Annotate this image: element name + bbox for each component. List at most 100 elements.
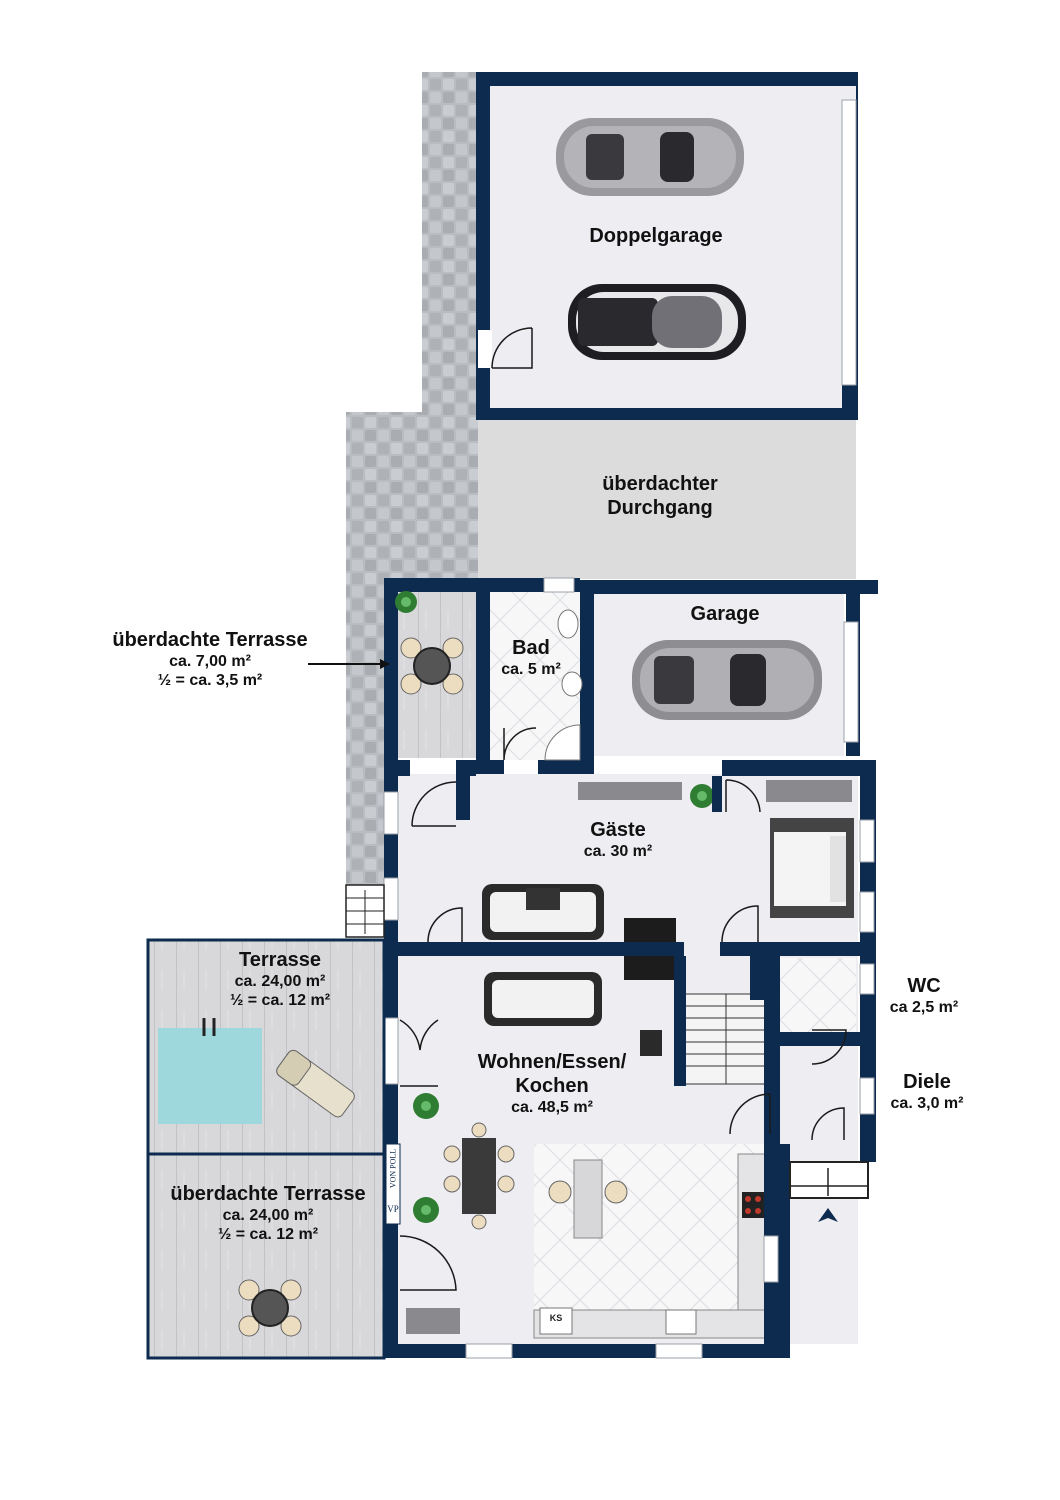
shower-icon: [544, 724, 581, 761]
window: [859, 963, 875, 995]
table-icon: [238, 1279, 302, 1337]
toilet-icon: [557, 609, 579, 639]
door: [411, 781, 457, 827]
stool-icon: [548, 1180, 572, 1204]
sofa-icon: [484, 972, 602, 1026]
sideboard-icon: [578, 782, 682, 800]
plant-icon: [395, 591, 417, 613]
bad-walls: [476, 592, 594, 778]
label-terrasse-covered: überdachte Terrasse ca. 24,00 m² ½ = ca.…: [148, 1182, 388, 1244]
label-bad: Bad ca. 5 m²: [490, 636, 572, 679]
door: [427, 907, 463, 943]
small-terrace-frame: [384, 578, 580, 760]
plant-icon: [413, 1197, 439, 1223]
terrasse-covered-border: [146, 1152, 386, 1360]
label-wc: WC ca 2,5 m²: [874, 974, 974, 1017]
window: [465, 1343, 513, 1359]
plant-icon: [413, 1093, 439, 1119]
terrasse-half: ½ = ca. 12 m²: [229, 992, 331, 1010]
logo-mark: VP: [387, 1204, 399, 1214]
window: [655, 1343, 703, 1359]
diele-name: Diele: [903, 1071, 951, 1093]
terrasse-small-half: ½ = ca. 3,5 m²: [157, 672, 263, 690]
doppelgarage-name: Doppelgarage: [589, 225, 723, 247]
car-icon: [556, 118, 744, 196]
label-wohnen: Wohnen/Essen/ Kochen ca. 48,5 m²: [462, 1050, 642, 1117]
table-icon: [443, 1122, 515, 1230]
label-durchgang: überdachter Durchgang: [560, 472, 760, 520]
door: [721, 905, 759, 943]
garage-walls: [580, 580, 878, 762]
terrasse-covered-name: überdachte Terrasse: [170, 1183, 366, 1205]
armchair-icon: [640, 1030, 662, 1056]
sink-icon: [561, 671, 583, 697]
car-icon: [632, 640, 822, 720]
window: [383, 877, 399, 921]
sun-lounger-icon: [276, 1049, 355, 1118]
window: [859, 819, 875, 863]
outside-stairs: [345, 884, 385, 938]
label-terrasse: Terrasse ca. 24,00 m² ½ = ca. 12 m²: [170, 948, 390, 1010]
pool: [158, 1028, 262, 1124]
kitchen-island: [573, 1159, 603, 1239]
wohnen-line1: Wohnen/Essen/: [477, 1051, 627, 1073]
car-icon: [568, 284, 746, 360]
durchgang-line1: überdachter: [602, 473, 718, 495]
stove-icon: [742, 1192, 764, 1218]
door: [811, 1107, 845, 1141]
sideboard-icon: [766, 780, 852, 802]
fridge-label: KS: [549, 1313, 563, 1323]
garage-gate: [841, 99, 857, 386]
label-gaeste: Gäste ca. 30 m²: [538, 818, 698, 861]
door: [725, 779, 761, 813]
paving-path-side: [346, 580, 386, 885]
terrasse-covered-area: ca. 24,00 m²: [222, 1207, 314, 1224]
door: [399, 1019, 439, 1087]
stool-icon: [604, 1180, 628, 1204]
plant-icon: [690, 784, 714, 808]
terrasse-covered-half: ½ = ca. 12 m²: [217, 1226, 319, 1244]
label-terrasse-small: überdachte Terrasse ca. 7,00 m² ½ = ca. …: [90, 628, 330, 690]
door: [811, 1029, 847, 1065]
wohnen-area: ca. 48,5 m²: [511, 1099, 593, 1116]
logo-text: VON POLL: [388, 1148, 398, 1189]
wc-area: ca 2,5 m²: [889, 999, 959, 1016]
sink-icon: [665, 1309, 697, 1335]
window: [763, 1235, 779, 1283]
entrance-arrow-icon: [818, 1208, 838, 1222]
fridge-icon: [539, 1307, 573, 1335]
entrance-step: [789, 1161, 869, 1199]
logo-block: [385, 1143, 401, 1225]
label-diele: Diele ca. 3,0 m²: [874, 1070, 980, 1113]
bed-icon: [770, 818, 854, 918]
paving-path-lower: [346, 412, 478, 582]
doppelgarage-door: [491, 327, 533, 369]
covered-passage: [478, 417, 856, 579]
kitchen-counter: [737, 1153, 769, 1331]
window: [383, 791, 399, 835]
diele-area: ca. 3,0 m²: [890, 1095, 964, 1112]
door: [399, 1235, 457, 1291]
label-garage: Garage: [650, 602, 800, 626]
terrasse-name: Terrasse: [239, 949, 321, 971]
table-icon: [400, 637, 464, 695]
gaeste-area: ca. 30 m²: [583, 843, 653, 860]
sofa-icon: [482, 884, 604, 940]
sideboard-icon: [406, 1308, 460, 1334]
paving-path-upper: [422, 72, 478, 417]
living-walls: [384, 760, 876, 1358]
window: [383, 1017, 399, 1085]
terrasse-area: ca. 24,00 m²: [234, 973, 326, 990]
window: [859, 891, 875, 933]
wc-floor: [780, 958, 856, 1032]
wohnen-line2: Kochen: [515, 1075, 589, 1097]
terrasse-small-name: überdachte Terrasse: [112, 629, 308, 651]
wc-name: WC: [907, 975, 941, 997]
terrasse-small-area: ca. 7,00 m²: [169, 653, 251, 670]
pool-ladder: [202, 1018, 216, 1036]
door: [729, 1093, 771, 1135]
garage-name: Garage: [690, 603, 760, 625]
garage-gate-single: [843, 621, 859, 743]
bad-area: ca. 5 m²: [501, 661, 561, 678]
